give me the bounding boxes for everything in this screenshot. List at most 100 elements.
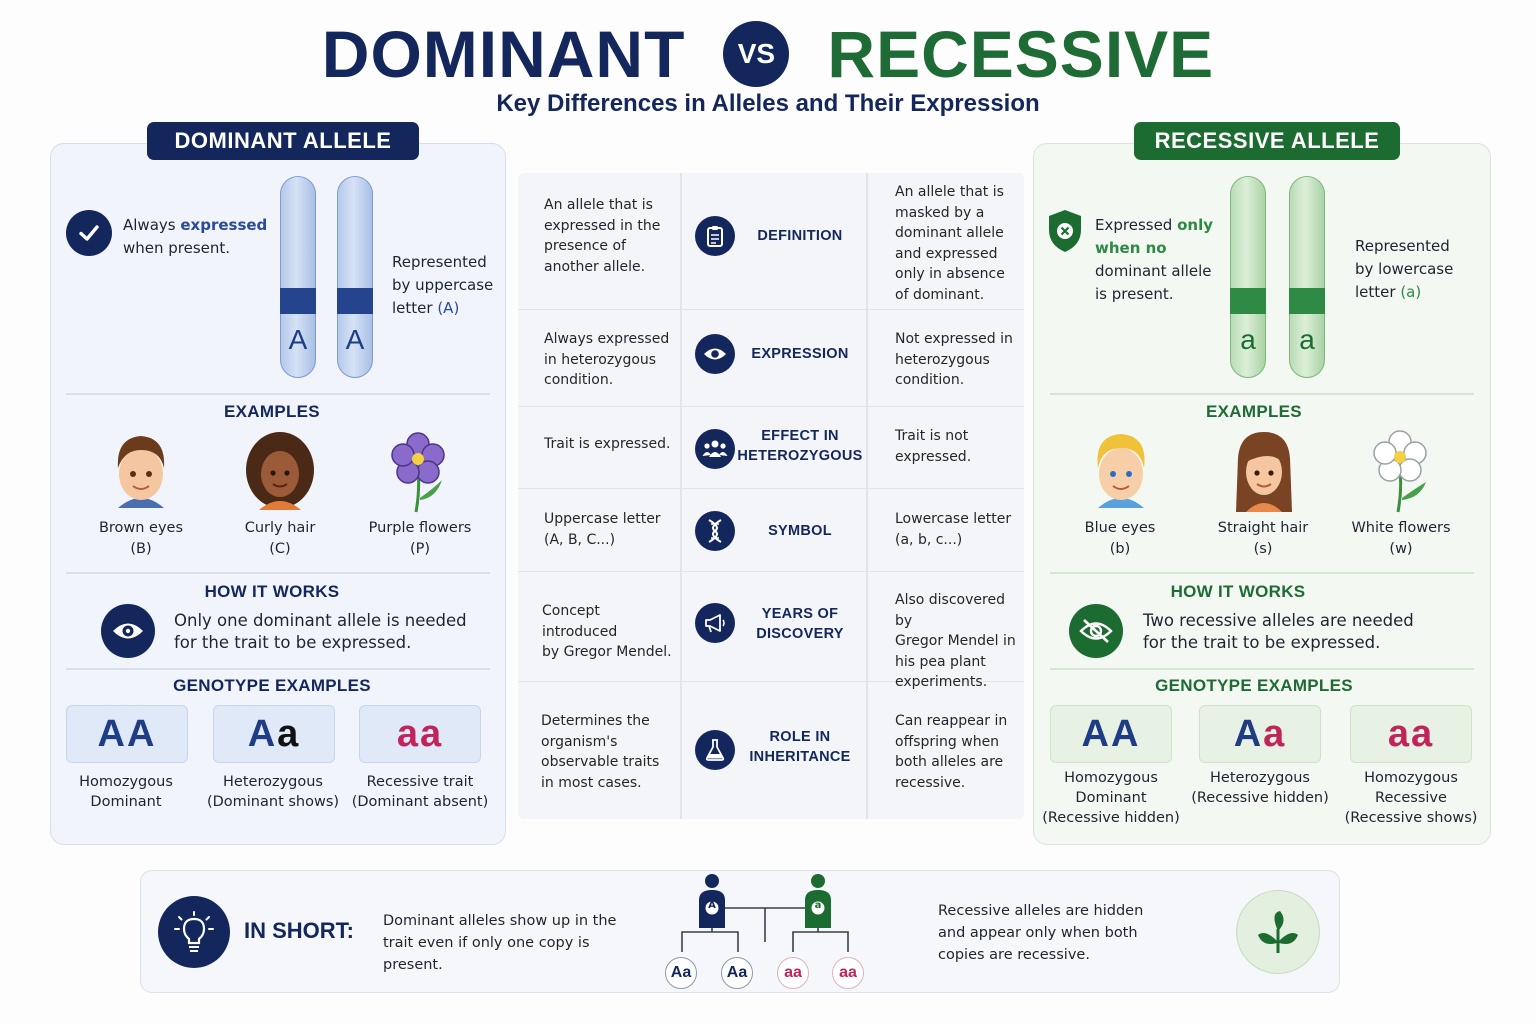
cell-line: Trait is not [895, 428, 969, 444]
rep-letter: (a) [1400, 283, 1422, 301]
chromosome-band [337, 288, 373, 314]
allele: a [784, 964, 793, 981]
cell-line: Not expressed in [895, 331, 1013, 347]
rep-letter: (A) [437, 299, 460, 317]
cell-line: offspring when [895, 733, 1000, 750]
dominant-allele-tab: DOMINANT ALLELE [147, 122, 419, 160]
example-name: Curly hair [244, 520, 316, 536]
cell-line: Concept introduced [542, 603, 618, 640]
heading-line: EFFECT IN [761, 428, 839, 444]
how-line-2: for the trait to be expressed. [174, 633, 412, 652]
cell-line: in most cases. [541, 774, 642, 791]
summary-line: Recessive alleles are hidden [938, 903, 1144, 919]
examples-heading: EXAMPLES [1206, 402, 1302, 421]
chromosome-letter: a [1299, 324, 1315, 355]
cell-line: presence of [544, 238, 626, 254]
eye-icon [101, 604, 155, 658]
example-code: (B) [130, 541, 152, 557]
rep-line-2: by uppercase [392, 276, 494, 294]
genotype-label: Heterozygous(Recessive hidden) [1185, 768, 1335, 808]
cell-line: Lowercase letter [895, 511, 1012, 527]
recessive-allele-tab: RECESSIVE ALLELE [1134, 122, 1400, 160]
feature-text-c: when no [1095, 239, 1167, 257]
row-heading-expression: EXPRESSION [735, 344, 865, 364]
allele: a [396, 712, 420, 755]
divider [66, 668, 490, 670]
cell-line: Can reappear in [895, 713, 1008, 729]
clipboard-icon [695, 216, 735, 256]
chromosome-right-2 [1289, 176, 1325, 378]
summary-line: trait even if only one copy is present. [383, 935, 590, 973]
dominant-symbol: Uppercase letter(A, B, C...) [544, 509, 678, 550]
feature-text-a: Expressed [1095, 216, 1178, 234]
genotype-label-line: Heterozygous [1210, 770, 1310, 786]
cell-line: condition. [895, 372, 965, 388]
summary-line: and appear only when both [938, 925, 1138, 941]
allele: a [738, 964, 748, 981]
example-purple-flowers: Purple flowers (P) [350, 518, 490, 560]
cell-line: Determines the [541, 713, 650, 729]
rep-line-3: letter [1355, 283, 1401, 301]
allele: a [1411, 712, 1435, 755]
recessive-parent-icon [802, 872, 834, 930]
heading-line: HETEROZYGOUS [737, 448, 863, 464]
feature-text-b: expressed [180, 216, 268, 234]
chromosome-band [1289, 288, 1325, 314]
example-code: (s) [1253, 541, 1273, 557]
cell-line: both alleles are [895, 754, 1004, 770]
example-code: (C) [269, 541, 291, 557]
people-icon [695, 429, 735, 469]
cell-line: Gregor Mendel in [895, 633, 1016, 649]
cell-line: another allele. [544, 258, 646, 275]
cell-line: Always expressed [544, 331, 670, 347]
genotype-label-line: (Recessive hidden) [1042, 810, 1180, 826]
eye-slash-icon [1069, 604, 1123, 658]
example-white-flowers: White flowers(w) [1331, 518, 1471, 560]
allele: A [726, 964, 739, 981]
chromosome-letter: A [288, 324, 308, 355]
dna-icon [695, 511, 735, 551]
example-name: Straight hair [1217, 520, 1309, 536]
rep-line-1: Represented [392, 253, 487, 271]
straight-hair-face-icon [1228, 428, 1300, 514]
cell-line: Also discovered by [895, 592, 1005, 629]
feature-text-a: Always [123, 216, 181, 234]
cell-line: heterozygous [895, 351, 990, 368]
blue-eyes-face-icon [1086, 428, 1156, 512]
allele: A [247, 712, 278, 755]
chromosome-left-1 [280, 176, 316, 378]
title-dominant: DOMINANT [321, 17, 686, 91]
heading-line: ROLE IN [769, 729, 831, 745]
chromosome-letter: A [345, 324, 365, 355]
row-heading-effect: EFFECT IN HETEROZYGOUS [735, 426, 865, 466]
dominant-parent-icon [696, 872, 728, 930]
purple-flower-icon [386, 428, 450, 514]
cell-line: An allele that is [895, 184, 1004, 200]
examples-heading: EXAMPLES [224, 402, 320, 421]
table-row [518, 407, 1024, 489]
table-row [518, 173, 1024, 310]
allele: A [1081, 712, 1111, 755]
cell-line: condition. [544, 372, 614, 388]
example-code: (P) [409, 541, 431, 557]
example-straight-hair: Straight hair (s) [1193, 518, 1333, 560]
genotype-label-line: (Recessive shows) [1344, 810, 1478, 826]
cell-line: experiments. [895, 674, 988, 690]
feature-text-c: when present. [123, 239, 231, 257]
cell-line: An allele that is [544, 197, 653, 213]
example-name: Purple flowers [368, 520, 472, 536]
